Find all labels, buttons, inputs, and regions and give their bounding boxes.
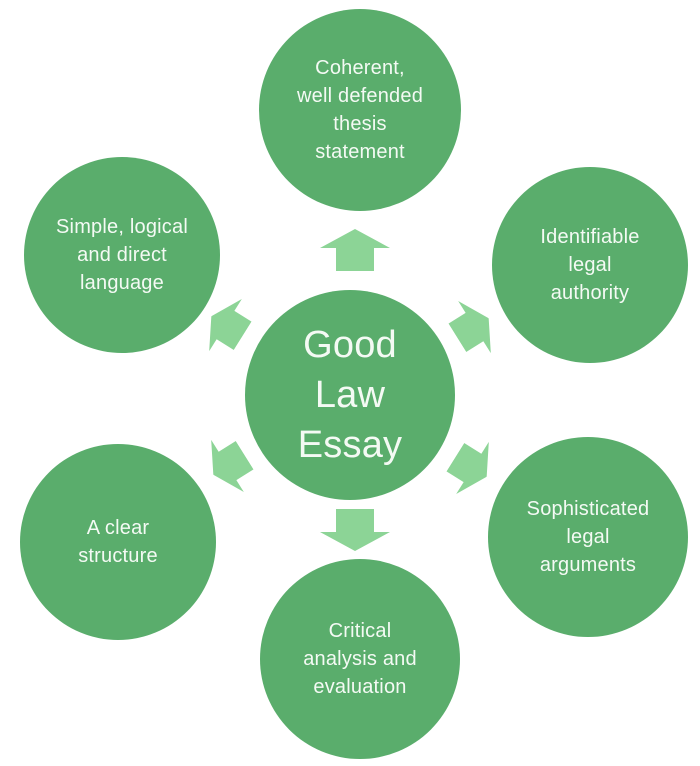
arrow-lower-right-icon [446,441,489,495]
arrow-up-icon [320,229,390,271]
satellite-label-legal-arguments: Sophisticated legal arguments [526,498,650,576]
center-circle-label: Good Law Essay [297,324,403,466]
satellite-label-thesis-statement: Coherent, well defended thesis statement [296,57,424,163]
satellite-circle-clear-structure: A clear structure [20,444,216,640]
satellite-label-critical-analysis: Critical analysis and evaluation [303,620,417,698]
satellite-circle-critical-analysis: Critical analysis and evaluation [260,559,460,759]
satellite-label-legal-authority: Identifiable legal authority [540,226,640,304]
arrow-down-icon [320,509,390,551]
satellite-label-clear-structure: A clear structure [78,517,158,567]
satellite-circle-thesis-statement: Coherent, well defended thesis statement [259,9,461,211]
arrow-upper-left-icon [209,298,252,352]
satellite-circle-direct-language: Simple, logical and direct language [24,157,220,353]
arrow-upper-right-icon [448,300,491,354]
arrow-lower-left-icon [211,439,254,493]
satellite-label-direct-language: Simple, logical and direct language [56,216,188,294]
center-circle-good-law-essay: Good Law Essay [245,290,455,500]
satellite-circle-legal-arguments: Sophisticated legal arguments [488,437,688,637]
satellite-circle-legal-authority: Identifiable legal authority [492,167,688,363]
